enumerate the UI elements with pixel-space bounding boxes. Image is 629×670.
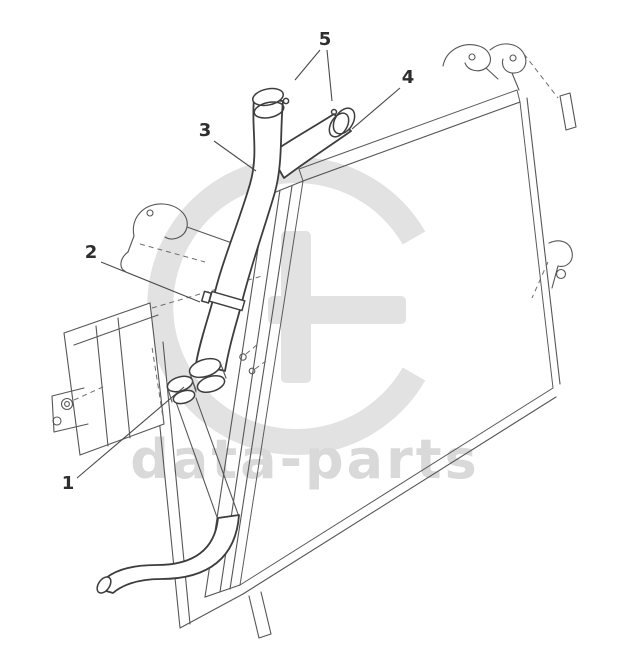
small-bolt <box>239 353 247 361</box>
side-tank-detail <box>73 314 159 447</box>
callout-label-5[interactable]: 5 <box>319 29 332 50</box>
radiator-left-face-line <box>229 185 293 590</box>
bottom-stub <box>248 591 272 639</box>
fitting-right <box>531 240 573 299</box>
leader-line-5a <box>294 49 321 81</box>
leader-line-2 <box>100 261 201 303</box>
main-pipe-opening <box>251 87 285 107</box>
hose-clamp-top <box>253 101 285 119</box>
small-bolt <box>248 367 256 375</box>
bracket-top-left <box>120 203 233 273</box>
hose-clamp-screw <box>330 108 338 116</box>
hose-clamp-right <box>328 112 350 138</box>
callout-label-4[interactable]: 4 <box>402 67 415 88</box>
watermark-mark-horizontal <box>268 296 406 324</box>
branch-hose <box>269 113 352 179</box>
callouts: 5 4 3 2 1 <box>62 29 415 494</box>
watermark: data-parts <box>130 157 479 491</box>
pipe-clamp <box>200 290 246 312</box>
leader-line-4 <box>351 87 401 130</box>
bracket-top-right <box>442 43 577 131</box>
watermark-ring <box>147 157 426 455</box>
watermark-text: data-parts <box>130 428 479 491</box>
callout-label-2[interactable]: 2 <box>85 242 98 263</box>
callout-label-3[interactable]: 3 <box>199 120 212 141</box>
radiator <box>51 43 577 639</box>
leader-line-3 <box>213 140 257 172</box>
radiator-bottom-edge <box>242 396 557 595</box>
bottom-hose <box>98 514 240 594</box>
hardware-lower-left <box>51 385 106 433</box>
hose-assembly <box>96 87 356 594</box>
radiator-left-face <box>204 180 304 598</box>
hose-clamp-screw <box>282 97 290 105</box>
fitting-hole <box>555 268 567 280</box>
bracket-hole <box>146 209 154 217</box>
pipe-unions <box>166 343 267 405</box>
callout-label-1[interactable]: 1 <box>62 473 75 494</box>
bracket-hole <box>468 53 476 61</box>
radiator-right-edge <box>526 97 561 385</box>
lower-tube <box>175 397 239 521</box>
bottom-hose-end <box>96 576 112 594</box>
radiator-core <box>239 101 554 587</box>
leader-line-1 <box>76 386 185 479</box>
bracket-hole <box>509 54 517 62</box>
leader-line-5b <box>326 49 333 102</box>
